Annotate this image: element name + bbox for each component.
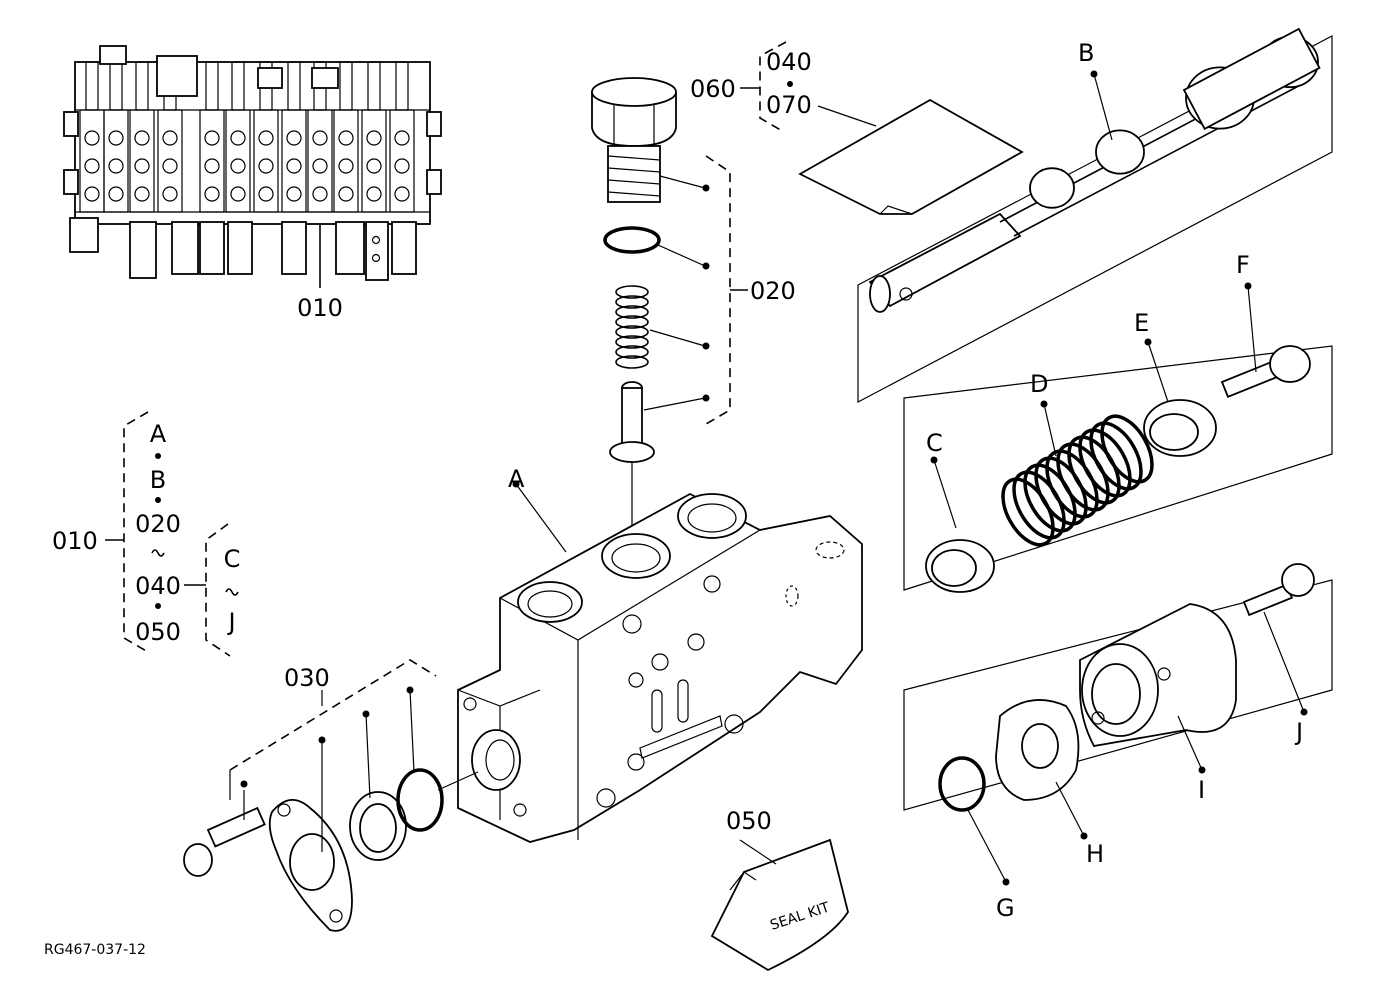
bracket-item-a: A xyxy=(150,420,167,448)
callout-i: I xyxy=(1198,776,1205,804)
valve-body-a: A xyxy=(437,465,863,843)
callout-h: H xyxy=(1086,840,1104,868)
label-070: 070 xyxy=(766,91,812,119)
label-050: 050 xyxy=(726,807,772,835)
left-bracket-legend: 010 A B 020 040 050 C J xyxy=(52,411,241,657)
callout-e: E xyxy=(1134,309,1149,337)
callout-a: A xyxy=(508,465,525,493)
bracket-item-020: 020 xyxy=(135,510,181,538)
callout-b: B xyxy=(1078,39,1094,67)
callout-d: D xyxy=(1030,370,1048,398)
cover-group: G H I J xyxy=(903,563,1333,922)
seal-kit-050: 050 SEAL KIT xyxy=(710,807,849,972)
drawing-code: RG467-037-12 xyxy=(44,942,146,958)
label-020: 020 xyxy=(750,277,796,305)
label-030: 030 xyxy=(284,664,330,692)
bracket-main-label: 010 xyxy=(52,527,98,555)
callout-c: C xyxy=(926,429,943,457)
valve-assembly-overview: 010 xyxy=(63,45,442,322)
label-sheet-group: 060 040 070 xyxy=(690,41,1024,215)
bracket-item-040: 040 xyxy=(135,572,181,600)
spring-group: C D E F xyxy=(903,251,1333,593)
spool-b: B xyxy=(857,27,1333,403)
label-060: 060 xyxy=(690,75,736,103)
callout-j: J xyxy=(1294,718,1303,746)
callout-f: F xyxy=(1236,251,1250,279)
bracket-item-b: B xyxy=(150,466,166,494)
relief-valve-group: 020 xyxy=(591,77,796,548)
bracket-item-050: 050 xyxy=(135,618,181,646)
port-flange-group: 030 xyxy=(183,659,444,932)
bracket-sub-j: J xyxy=(226,608,235,636)
callout-g: G xyxy=(996,894,1015,922)
label-010: 010 xyxy=(297,294,343,322)
bracket-sub-c: C xyxy=(224,545,241,573)
label-040: 040 xyxy=(766,48,812,76)
